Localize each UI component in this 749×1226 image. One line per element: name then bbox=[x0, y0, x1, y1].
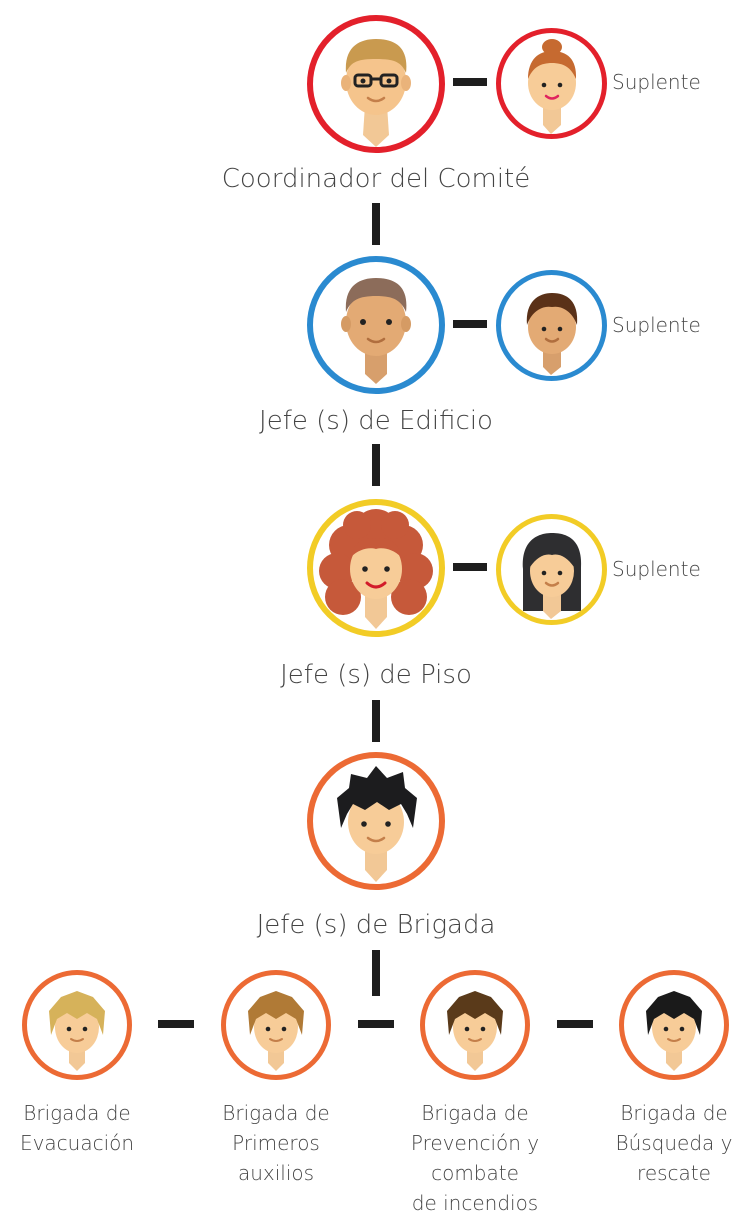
brown-hair-person-icon bbox=[248, 991, 304, 1071]
connector-piso-brigada bbox=[372, 700, 380, 742]
dark-hair-woman-icon bbox=[526, 293, 578, 375]
jefe-brigada-label: Jefe (s) de Brigada bbox=[256, 910, 496, 940]
curly-hair-woman-icon bbox=[319, 509, 433, 629]
brigada-evacuacion-avatar bbox=[22, 970, 132, 1080]
long-black-hair-woman-icon bbox=[522, 533, 582, 619]
coordinador-avatar bbox=[307, 15, 445, 153]
coordinador-label: Coordinador del Comité bbox=[221, 164, 531, 194]
jefe-piso-avatar bbox=[307, 499, 445, 637]
dark-brown-hair-person-icon bbox=[447, 991, 503, 1071]
connector-brigadas-1-2 bbox=[158, 1020, 194, 1028]
connector-brigadas-2-3 bbox=[358, 1020, 394, 1028]
piso-suplente-avatar bbox=[496, 514, 607, 625]
brigada-primeros-auxilios-avatar bbox=[221, 970, 331, 1080]
jefe-piso-label: Jefe (s) de Piso bbox=[280, 660, 472, 690]
short-hair-man-icon bbox=[341, 278, 411, 384]
jefe-brigada-avatar bbox=[307, 752, 445, 890]
edificio-suplente-label: Suplente bbox=[612, 313, 701, 337]
connector-coordinador-edificio bbox=[372, 203, 380, 245]
brigada-primeros-auxilios-label: Brigada de Primeros auxilios bbox=[222, 1101, 330, 1185]
brigada-busqueda-label: Brigada de Búsqueda y rescate bbox=[615, 1101, 733, 1185]
glasses-man-icon bbox=[341, 39, 411, 147]
connector-piso-suplente bbox=[453, 563, 487, 571]
coordinador-suplente-label: Suplente bbox=[612, 70, 701, 94]
blonde-person-icon bbox=[49, 991, 105, 1071]
piso-suplente-label: Suplente bbox=[612, 557, 701, 581]
connector-coordinador-suplente bbox=[453, 78, 487, 86]
connector-edificio-piso bbox=[372, 444, 380, 486]
brigada-evacuacion-label: Brigada de Evacuación bbox=[19, 1101, 135, 1155]
brigada-prevencion-label: Brigada de Prevención y combate de incen… bbox=[410, 1101, 540, 1215]
jefe-edificio-label: Jefe (s) de Edificio bbox=[259, 406, 493, 436]
coordinador-suplente-avatar bbox=[496, 28, 607, 139]
connector-edificio-suplente bbox=[453, 320, 487, 328]
bun-hair-woman-icon bbox=[528, 39, 577, 134]
jefe-edificio-avatar bbox=[307, 256, 445, 394]
black-hair-person-icon bbox=[646, 991, 702, 1071]
spiky-black-hair-person-icon bbox=[337, 766, 417, 882]
brigada-prevencion-avatar bbox=[420, 970, 530, 1080]
connector-brigadas-3-4 bbox=[557, 1020, 593, 1028]
brigada-busqueda-avatar bbox=[619, 970, 729, 1080]
connector-brigada-brigadas bbox=[372, 950, 380, 996]
edificio-suplente-avatar bbox=[496, 270, 607, 381]
